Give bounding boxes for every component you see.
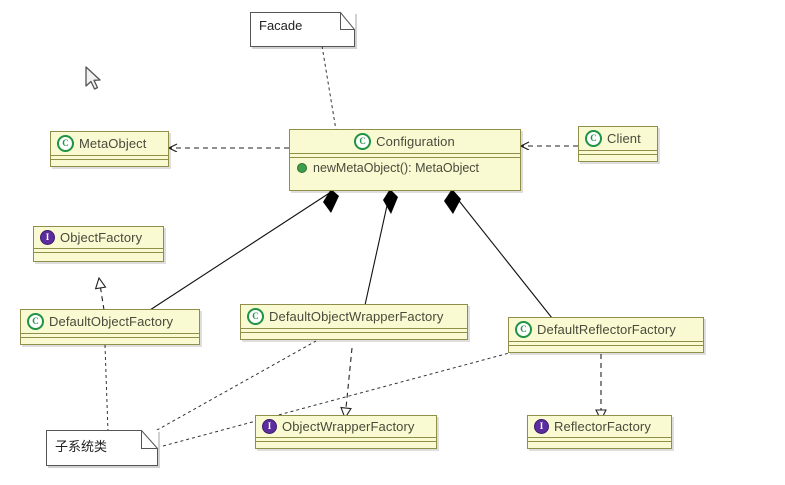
interface-header-reflector-factory: I ReflectorFactory [528, 416, 671, 437]
attributes-compartment [21, 333, 199, 337]
interface-name-reflector-factory: ReflectorFactory [554, 419, 651, 434]
composition-diamond-2 [383, 189, 398, 214]
mouse-cursor-arrow-pointer-icon [85, 66, 101, 90]
operation-new-meta-object: newMetaObject(): MetaObject [313, 161, 480, 175]
interface-node-reflector-factory[interactable]: I ReflectorFactory [527, 415, 672, 449]
class-icon: C [27, 313, 44, 330]
operations-compartment [241, 332, 467, 336]
attributes-compartment [241, 328, 467, 332]
interface-header-object-factory: I ObjectFactory [34, 227, 163, 248]
operations-compartment [21, 337, 199, 341]
class-node-metaobject[interactable]: C MetaObject [50, 131, 169, 167]
class-header-default-object-factory: C DefaultObjectFactory [21, 310, 199, 333]
class-header-configuration: C Configuration [290, 130, 520, 153]
class-name-default-reflector-factory: DefaultReflectorFactory [537, 322, 676, 337]
note-facade-shape [250, 12, 355, 47]
attributes-compartment [290, 153, 520, 157]
note-subsystem-shape [46, 430, 158, 466]
edge-facade-note-to-configuration [321, 45, 337, 131]
operations-compartment [34, 252, 163, 256]
interface-icon: I [534, 419, 549, 434]
operations-compartment [579, 154, 657, 158]
operations-compartment [528, 441, 671, 445]
operations-compartment [509, 345, 703, 349]
interface-node-object-wrapper-factory[interactable]: I ObjectWrapperFactory [255, 415, 437, 449]
class-node-default-object-wrapper-factory[interactable]: C DefaultObjectWrapperFactory [240, 304, 468, 340]
public-visibility-icon [297, 163, 307, 173]
composition-diamond-1 [323, 189, 339, 213]
class-node-default-reflector-factory[interactable]: C DefaultReflectorFactory [508, 317, 704, 353]
attributes-compartment [34, 248, 163, 252]
attributes-compartment [256, 437, 436, 441]
operations-compartment [256, 441, 436, 445]
operations-compartment: newMetaObject(): MetaObject [290, 157, 520, 179]
class-name-default-object-wrapper-factory: DefaultObjectWrapperFactory [269, 309, 444, 324]
edge-realization-default-object-wrapper-factory [340, 347, 353, 420]
interface-node-object-factory[interactable]: I ObjectFactory [33, 226, 164, 262]
class-icon: C [57, 135, 74, 152]
edge-note-to-default-object-factory [104, 344, 109, 433]
class-icon: C [247, 308, 264, 325]
class-icon: C [515, 321, 532, 338]
class-name-configuration: Configuration [376, 134, 455, 149]
edge-composition-default-object-wrapper-factory [364, 191, 391, 306]
class-header-default-object-wrapper-factory: C DefaultObjectWrapperFactory [241, 305, 467, 328]
class-name-default-object-factory: DefaultObjectFactory [49, 314, 174, 329]
class-header-metaobject: C MetaObject [51, 132, 168, 155]
note-facade-text: Facade [259, 18, 303, 33]
operations-compartment [51, 159, 168, 163]
class-icon: C [354, 133, 372, 150]
composition-diamond-3 [444, 189, 461, 214]
class-header-default-reflector-factory: C DefaultReflectorFactory [509, 318, 703, 341]
edge-realization-default-object-factory [94, 276, 107, 311]
class-node-client[interactable]: C Client [578, 126, 658, 162]
interface-header-object-wrapper-factory: I ObjectWrapperFactory [256, 416, 436, 437]
attributes-compartment [528, 437, 671, 441]
edge-composition-default-reflector-factory [451, 191, 553, 319]
note-subsystem[interactable]: 子系统类 [46, 430, 158, 466]
interface-name-object-wrapper-factory: ObjectWrapperFactory [282, 419, 415, 434]
attributes-compartment [509, 341, 703, 345]
interface-icon: I [40, 230, 55, 245]
class-node-configuration[interactable]: C Configuration newMetaObject(): MetaObj… [289, 129, 521, 191]
class-name-metaobject: MetaObject [79, 136, 147, 151]
note-subsystem-text: 子系统类 [55, 440, 108, 455]
attributes-compartment [51, 155, 168, 159]
edge-composition-default-object-factory [149, 191, 332, 311]
interface-icon: I [262, 419, 277, 434]
class-name-client: Client [607, 131, 641, 146]
class-header-client: C Client [579, 127, 657, 150]
interface-name-object-factory: ObjectFactory [60, 230, 143, 245]
class-icon: C [585, 130, 602, 147]
attributes-compartment [579, 150, 657, 154]
class-node-default-object-factory[interactable]: C DefaultObjectFactory [20, 309, 200, 345]
note-facade[interactable]: Facade [250, 12, 355, 47]
